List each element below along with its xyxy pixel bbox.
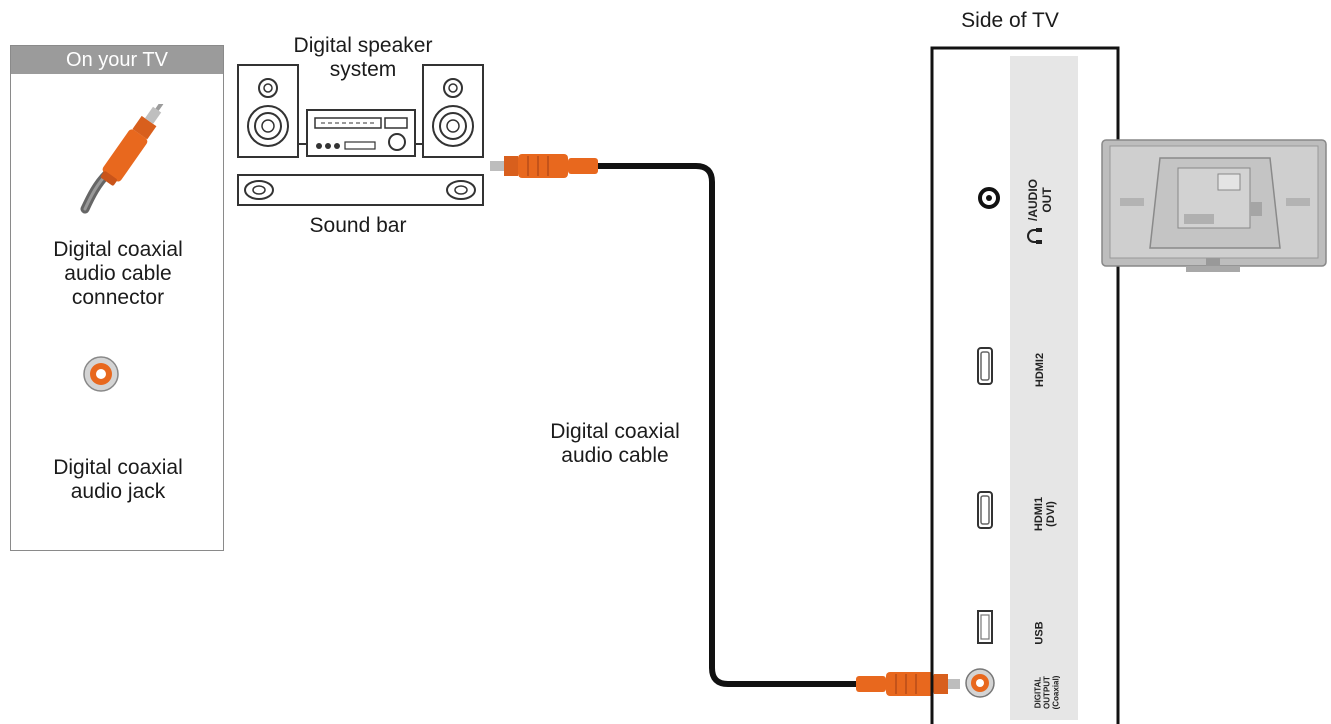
rca-plug-icon [490,154,598,178]
sound-bar-icon [237,174,484,206]
legend-box: On your TV Digital coaxial audio cable c… [10,45,224,551]
tv-side-label: Side of TV [961,9,1059,32]
port-label-audio-out: /AUDIO OUT [1026,179,1054,221]
speaker-system-icon [237,64,484,206]
port-label-digital-output: DIGITAL OUTPUT (Coaxial) [1033,675,1061,709]
jack-label: Digital coaxial audio jack [53,456,183,503]
tv-back-icon [1101,139,1327,272]
port-label-hdmi2: HDMI2 [1033,352,1046,388]
port-label-usb: USB [1033,621,1046,645]
cable-label: Digital coaxial audio cable [550,420,680,467]
coaxial-jack-icon [83,356,119,392]
rca-plug-icon [80,104,164,214]
port-label-hdmi1: HDMI1 (DVI) [1032,496,1057,532]
headphone-icon [1027,228,1042,244]
connector-label: Digital coaxial audio cable connector [53,238,183,309]
legend-header: On your TV [11,46,223,74]
sound-bar-label: Sound bar [309,214,407,237]
rca-plug-icon [856,672,960,696]
speaker-system-label: Digital speaker system [293,34,433,81]
